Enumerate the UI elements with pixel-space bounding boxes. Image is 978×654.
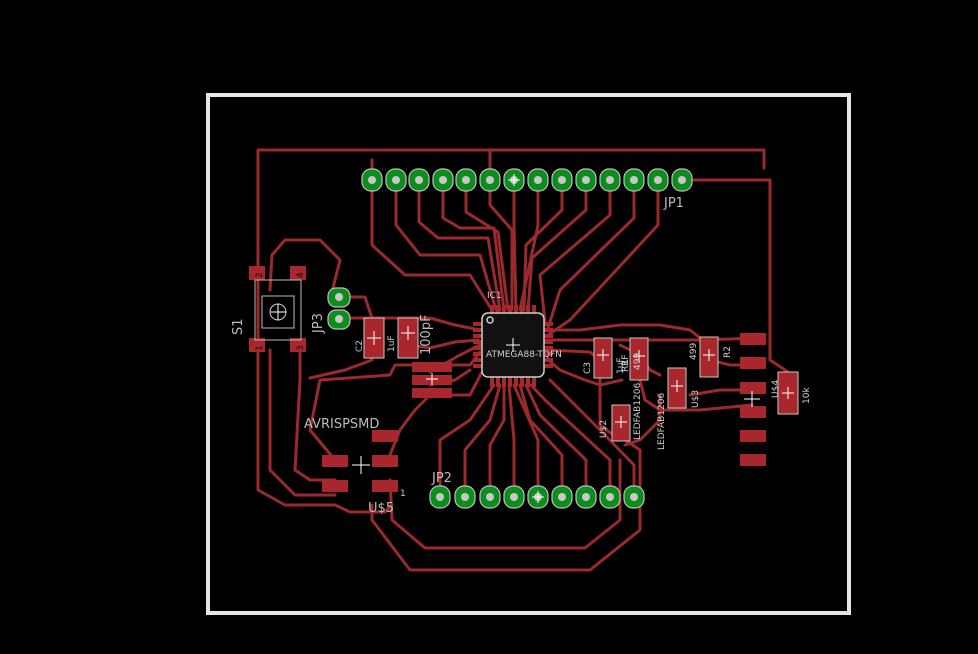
us5-label: U$5 <box>368 501 394 516</box>
capacitor-100pf: 100pF <box>397 314 434 359</box>
s1-pin1: 1 <box>255 345 265 351</box>
r-10k-value: 10k <box>802 387 812 404</box>
avrisp-connector: AVRISPSMD U$5 1 <box>304 417 406 516</box>
rf-label: RF <box>621 355 631 366</box>
s1-pin4: 4 <box>296 272 306 278</box>
r2-label: R2 <box>723 346 733 358</box>
jp2-pads <box>429 485 645 509</box>
switch-s1: 1 2 3 4 S1 <box>231 266 306 352</box>
c2-value: 1uF <box>387 335 397 352</box>
c3-value: 1uF <box>616 357 626 374</box>
us5-pin1-label: 1 <box>400 489 406 499</box>
us2-part: U$2 <box>599 404 631 442</box>
ic1-chip: IC1 ATMEGA88-TQFN <box>473 291 562 387</box>
ic1-pins <box>473 305 553 387</box>
jp2-header: JP2 <box>429 471 645 509</box>
r2-value: 499 <box>689 343 699 360</box>
r1-label: R1 <box>621 360 631 372</box>
led-2: LEDFAB1206 U$3 <box>657 367 701 450</box>
led-1: LEDFAB1206 <box>629 337 649 440</box>
s1-pin2: 2 <box>255 272 265 278</box>
connector-pads-right: U$4 <box>740 333 781 466</box>
avrisp-label: AVRISPSMD <box>304 417 379 432</box>
c3-label: C3 <box>583 362 593 374</box>
jp3-label: JP3 <box>311 313 326 334</box>
resistor-r1: 499 R1 RF <box>621 353 643 372</box>
jp2-label: JP2 <box>431 471 452 486</box>
jp1-label: JP1 <box>663 196 684 211</box>
us4-label: U$4 <box>771 380 781 398</box>
led1-label: LEDFAB1206 <box>633 383 643 440</box>
c2-label: C2 <box>355 340 365 352</box>
capacitor-c3: C3 1uF <box>583 337 626 379</box>
smd-pads-block <box>412 362 452 398</box>
us3-label: U$3 <box>691 390 701 408</box>
ic1-value: ATMEGA88-TQFN <box>486 350 562 360</box>
us2-label: U$2 <box>599 420 609 438</box>
resistor-10k: 10k <box>777 371 812 415</box>
r1-value: 499 <box>633 353 643 370</box>
jp1-pads <box>361 168 693 192</box>
capacitor-c2: C2 1uF <box>355 317 397 359</box>
resistor-r2: 499 R2 <box>689 336 733 378</box>
jp3-header: JP3 <box>311 287 351 334</box>
ic1-label: IC1 <box>487 291 502 301</box>
c-100pf-value: 100pF <box>419 314 434 355</box>
board-outline <box>206 93 851 615</box>
s1-label: S1 <box>231 318 246 335</box>
jp1-header: JP1 <box>361 168 693 211</box>
s1-pin3: 3 <box>296 345 306 351</box>
led2-label: LEDFAB1206 <box>657 393 667 450</box>
